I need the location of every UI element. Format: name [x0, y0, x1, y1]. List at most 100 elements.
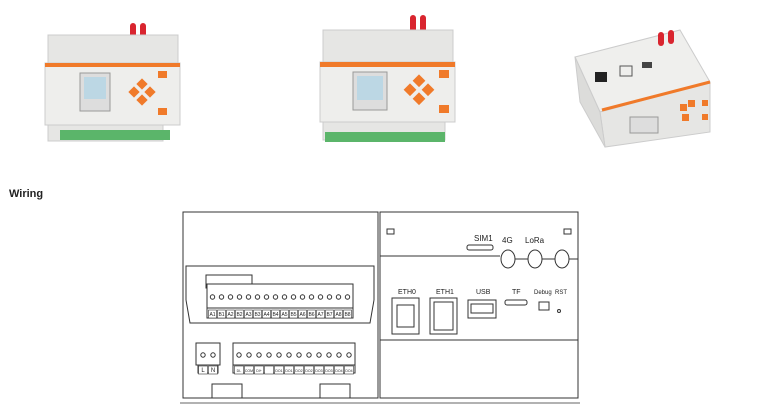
terminal-screw — [200, 352, 206, 358]
terminal-screw — [236, 352, 242, 358]
terminal-screw — [246, 352, 252, 358]
terminal-label-box — [334, 365, 344, 375]
terminal-label-box — [208, 309, 217, 319]
terminal-label: COM — [245, 369, 253, 373]
terminal-screw — [317, 294, 324, 300]
terminal-label-box — [325, 309, 334, 319]
terminal-label-box — [304, 365, 314, 375]
terminal-label-box — [289, 309, 298, 319]
terminal-screw — [254, 294, 261, 300]
terminal-label: DO3 — [315, 369, 322, 373]
terminal-screw — [236, 294, 243, 300]
terminal-screw — [281, 294, 288, 300]
terminal-label-box — [324, 365, 334, 375]
terminal-screw — [306, 352, 312, 358]
terminal-label: A7 — [317, 312, 323, 318]
terminal-screw — [290, 294, 297, 300]
terminal-label: DO3 — [325, 369, 332, 373]
usb-port — [467, 299, 497, 319]
terminal-label: B8 — [344, 312, 350, 318]
terminal-label: DO2 — [295, 369, 302, 373]
terminal-label-box — [271, 309, 280, 319]
terminal-screw — [346, 352, 352, 358]
terminal-label: A4 — [263, 312, 269, 318]
terminal-label: B6 — [308, 312, 314, 318]
usb-label: USB — [476, 289, 491, 296]
terminal-label-box — [316, 309, 325, 319]
terminal-screw — [316, 352, 322, 358]
terminal-label-box — [264, 365, 274, 375]
terminal-label-box — [217, 309, 226, 319]
terminal-screw — [263, 294, 270, 300]
terminal-label: DO1 — [285, 369, 292, 373]
terminal-screw — [227, 294, 234, 300]
terminal-label: B3 — [254, 312, 260, 318]
terminal-label: DO1 — [275, 369, 282, 373]
terminal-label-box — [262, 309, 271, 319]
terminal-screw — [326, 294, 333, 300]
eth1-label: ETH1 — [436, 289, 454, 296]
wiring-heading: Wiring — [9, 188, 44, 200]
rst-label: RST — [555, 290, 567, 296]
eth0-port — [391, 297, 420, 335]
terminal-label: L — [201, 368, 205, 374]
terminal-label-box — [343, 309, 352, 319]
terminal-label-box — [208, 365, 218, 375]
tf-slot — [504, 299, 528, 306]
terminal-screw — [326, 352, 332, 358]
antenna-4g-label: 4G — [502, 236, 513, 245]
debug-port — [538, 301, 550, 311]
eth0-label: ETH0 — [398, 289, 416, 296]
terminal-label: B2 — [236, 312, 242, 318]
terminal-label-box — [334, 309, 343, 319]
terminal-screw — [272, 294, 279, 300]
terminal-label-box — [274, 365, 284, 375]
terminal-label-box — [314, 365, 324, 375]
terminal-screw — [256, 352, 262, 358]
terminal-label-box — [234, 365, 244, 375]
terminal-label: DO4 — [335, 369, 342, 373]
terminal-label-box — [344, 365, 354, 375]
terminal-label: DO2 — [305, 369, 312, 373]
product-image-3 — [574, 29, 711, 148]
terminal-label: A5 — [281, 312, 287, 318]
eth1-port — [429, 297, 458, 335]
terminal-screw — [335, 294, 342, 300]
terminal-label: A6 — [299, 312, 305, 318]
terminal-label-box — [254, 365, 264, 375]
comm-module-outline — [379, 211, 579, 399]
terminal-screw — [299, 294, 306, 300]
terminal-label-box — [253, 309, 262, 319]
terminal-label-box — [298, 309, 307, 319]
terminal-label-box — [284, 365, 294, 375]
debug-label: Debug — [534, 290, 552, 296]
terminal-label-box — [244, 309, 253, 319]
terminal-screw — [344, 294, 351, 300]
terminal-label-box — [294, 365, 304, 375]
terminal-label-box — [226, 309, 235, 319]
terminal-screw — [296, 352, 302, 358]
antenna-lora-label: LoRa — [525, 236, 545, 245]
terminal-label: A1 — [209, 312, 215, 318]
terminal-screw — [308, 294, 315, 300]
terminal-screw — [266, 352, 272, 358]
io-module-outline — [182, 211, 379, 399]
terminal-screw — [286, 352, 292, 358]
terminal-label: DO4 — [345, 369, 352, 373]
terminal-label: A3 — [245, 312, 251, 318]
terminal-label: B1 — [218, 312, 224, 318]
terminal-label: B4 — [272, 312, 278, 318]
terminal-label: DI+ — [256, 369, 262, 373]
terminal-label: A8 — [335, 312, 341, 318]
terminal-label-box — [235, 309, 244, 319]
terminal-screw — [336, 352, 342, 358]
terminal-label-box — [198, 365, 208, 375]
terminal-screw — [245, 294, 252, 300]
terminal-screw — [276, 352, 282, 358]
terminal-label: N — [211, 368, 215, 374]
terminal-label-box — [307, 309, 316, 319]
terminal-label-box — [280, 309, 289, 319]
sim1-label: SIM1 — [474, 234, 493, 243]
terminal-label: B5 — [290, 312, 296, 318]
